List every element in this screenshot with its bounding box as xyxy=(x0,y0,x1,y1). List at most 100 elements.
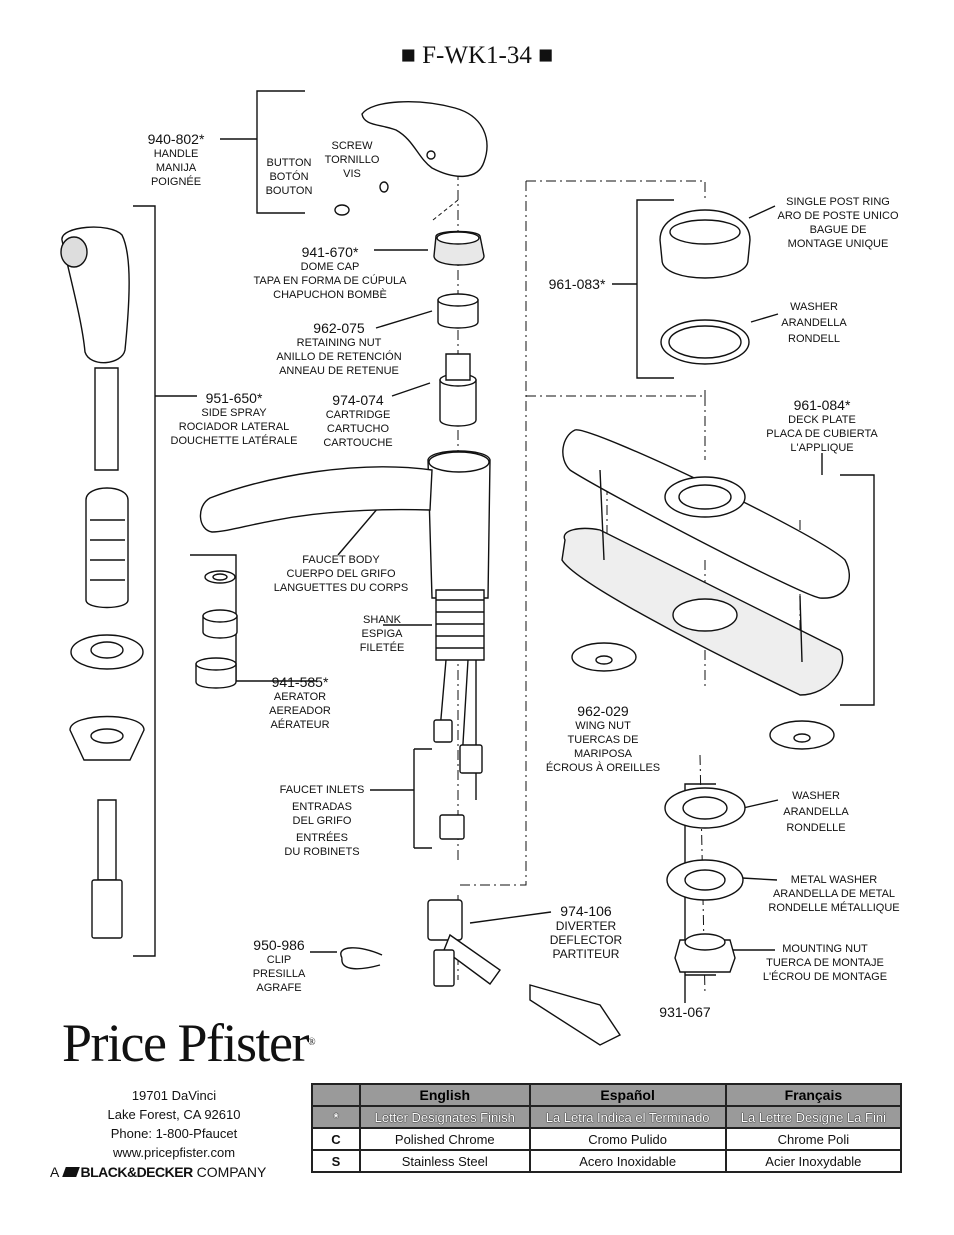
label-line: PLACA DE CUBIERTA xyxy=(766,428,878,440)
label-line: ARANDELLA xyxy=(783,806,849,818)
label-line: DEL GRIFO xyxy=(292,815,352,827)
label-line: ARANDELLA DE METAL xyxy=(772,888,896,900)
table-header xyxy=(311,1083,361,1107)
label-mounting-nut: MOUNTING NUT TUERCA DE MONTAJE L'ÉCROU D… xyxy=(760,942,890,984)
finish-table: English Español Français * Letter Design… xyxy=(311,1083,903,1173)
company-prefix: A xyxy=(50,1164,59,1180)
label-line: BUTTON xyxy=(266,157,312,169)
part-number: 941-670* xyxy=(301,244,359,260)
label-line: SHANK xyxy=(363,614,401,626)
table-row: S Stainless Steel Acero Inoxidable Acier… xyxy=(311,1149,903,1173)
label-line: ARANDELLA xyxy=(781,317,847,329)
label-line: TAPA EN FORMA DE CÚPULA xyxy=(253,275,407,287)
table-header: Français xyxy=(724,1083,903,1107)
table-header-row: English Español Français xyxy=(311,1083,903,1107)
label-ring-kit: 961-083* xyxy=(540,276,614,292)
table-cell: Acier Inoxydable xyxy=(724,1149,903,1173)
label-line: DOME CAP xyxy=(300,261,360,273)
parent-company: A BLACK&DECKER COMPANY xyxy=(50,1164,266,1180)
part-number: 951-650* xyxy=(205,390,263,406)
label-line: ENTRÉES xyxy=(296,832,348,844)
part-number: 974-074 xyxy=(332,392,384,408)
label-line: SIDE SPRAY xyxy=(201,407,267,419)
address-line: 19701 DaVinci xyxy=(131,1088,217,1103)
brand-logo-text: Price Pfister xyxy=(62,1013,309,1073)
label-line: MONTAGE UNIQUE xyxy=(787,238,889,250)
label-line: AÉRATEUR xyxy=(270,719,330,731)
part-number: 950-986 xyxy=(253,937,305,953)
label-line: RONDELLE xyxy=(786,822,846,834)
label-line: BAGUE DE xyxy=(809,224,867,236)
label-line: CHAPUCHON BOMBÈ xyxy=(273,289,387,301)
label-line: PARTITEUR xyxy=(552,947,620,961)
label-line: AEREADOR xyxy=(269,705,331,717)
label-line: ARO DE POSTE UNICO xyxy=(777,210,899,222)
label-line: CARTOUCHE xyxy=(323,437,393,449)
label-line: POIGNÉE xyxy=(150,176,202,188)
label-line: ANNEAU DE RETENUE xyxy=(279,365,399,377)
label-line: AERATOR xyxy=(273,691,327,703)
address-line: Phone: 1-800-Pfaucet xyxy=(110,1126,238,1141)
table-row: * Letter Designates Finish La Letra Indi… xyxy=(311,1105,903,1129)
part-number: 961-084* xyxy=(793,397,851,413)
table-header: English xyxy=(359,1083,531,1107)
table-cell: Chrome Poli xyxy=(724,1127,903,1151)
label-side-spray: 951-650* SIDE SPRAY ROCIADOR LATERAL DOU… xyxy=(166,390,302,448)
label-line: MANIJA xyxy=(155,162,197,174)
label-line: ESPIGA xyxy=(361,628,403,640)
company-address: 19701 DaVinci Lake Forest, CA 92610 Phon… xyxy=(64,1086,284,1162)
label-line: WING NUT xyxy=(575,720,631,732)
label-single-post-ring: SINGLE POST RING ARO DE POSTE UNICO BAGU… xyxy=(770,195,906,251)
label-faucet-inlets: FAUCET INLETS ENTRADAS DEL GRIFO ENTRÉES… xyxy=(272,783,372,859)
website-text: www.pricepfister.com xyxy=(112,1145,236,1160)
table-cell: Cromo Pulido xyxy=(528,1127,727,1151)
label-line: METAL WASHER xyxy=(790,874,878,886)
table-header: Español xyxy=(528,1083,727,1107)
label-line: TUERCAS DE MARIPOSA xyxy=(567,734,639,760)
address-line: Lake Forest, CA 92610 xyxy=(107,1107,241,1122)
page-title: ■ F-WK1-34 ■ xyxy=(400,42,554,69)
label-washer-bottom: WASHER ARANDELLA RONDELLE xyxy=(776,789,856,835)
label-line: BOTÓN xyxy=(269,171,309,183)
label-line: SINGLE POST RING xyxy=(786,196,890,208)
label-cartridge: 974-074 CARTRIDGE CARTUCHO CARTOUCHE xyxy=(318,392,398,450)
label-clip: 950-986 CLIP PRESILLA AGRAFE xyxy=(244,937,314,995)
label-line: L'ÉCROU DE MONTAGE xyxy=(762,971,888,983)
part-number: 961-083* xyxy=(548,276,606,292)
table-cell: Letter Designates Finish xyxy=(359,1105,531,1129)
label-shank: SHANK ESPIGA FILETÉE xyxy=(350,613,414,655)
label-line: FAUCET INLETS xyxy=(279,784,365,796)
part-number: 974-106 xyxy=(560,903,612,919)
label-line: CLIP xyxy=(266,954,292,966)
label-screw: SCREW TORNILLO VIS xyxy=(320,139,384,181)
label-line: WASHER xyxy=(792,790,840,802)
label-metal-washer: METAL WASHER ARANDELLA DE METAL RONDELLE… xyxy=(764,873,904,915)
label-line: TUERCA DE MONTAJE xyxy=(766,957,884,969)
label-line: MOUNTING NUT xyxy=(782,943,868,955)
label-handle: 940-802* HANDLE MANIJA POIGNÉE xyxy=(130,131,222,189)
part-number: 931-067 xyxy=(659,1004,711,1020)
label-wing-nut: 962-029 WING NUT TUERCAS DE MARIPOSA ÉCR… xyxy=(540,703,666,775)
brand-logo: Price Pfister® xyxy=(62,1013,316,1073)
part-number: 940-802* xyxy=(147,131,205,147)
label-line: CARTUCHO xyxy=(326,423,390,435)
table-cell: La Letra Indica el Terminado xyxy=(528,1105,727,1129)
label-line: DECK PLATE xyxy=(788,414,856,426)
label-dome-cap: 941-670* DOME CAP TAPA EN FORMA DE CÚPUL… xyxy=(240,244,420,302)
company-brand: BLACK&DECKER xyxy=(80,1164,193,1180)
label-line: DEFLECTOR xyxy=(549,933,623,947)
label-line: RONDELLE MÉTALLIQUE xyxy=(768,902,900,914)
label-line: FAUCET BODY xyxy=(302,554,380,566)
label-line: WASHER xyxy=(790,301,838,313)
label-line: BOUTON xyxy=(265,185,313,197)
label-faucet-body: FAUCET BODY CUERPO DEL GRIFO LANGUETTES … xyxy=(270,553,412,595)
label-line: CUERPO DEL GRIFO xyxy=(286,568,396,580)
label-line: AGRAFE xyxy=(256,982,302,994)
label-line: DU ROBINETS xyxy=(284,846,360,858)
table-cell: * xyxy=(311,1105,361,1129)
part-number: 962-029 xyxy=(577,703,629,719)
part-number: 962-075 xyxy=(313,320,365,336)
label-line: PRESILLA xyxy=(252,968,306,980)
label-button: BUTTON BOTÓN BOUTON xyxy=(262,156,316,198)
